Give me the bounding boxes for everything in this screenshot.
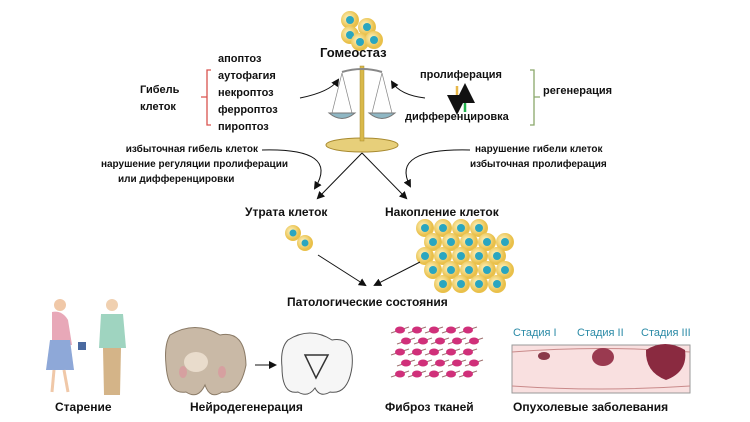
scales-icon — [325, 65, 399, 153]
cell-loss-cells — [285, 225, 313, 251]
fibroblast — [401, 359, 411, 367]
fibroblast — [418, 337, 428, 345]
fibroblast — [429, 370, 439, 378]
cell-death-title-2: клеток — [140, 101, 176, 113]
left-cause: избыточная гибель клеток — [125, 144, 258, 155]
cell-accumulation-label: Накопление клеток — [385, 205, 499, 219]
left-bracket — [201, 69, 211, 126]
regeneration-label: регенерация — [543, 85, 613, 97]
homeostasis-label: Гомеостаз — [320, 45, 387, 60]
fibroblast — [446, 348, 456, 356]
fibroblast — [395, 348, 405, 356]
fibroblast — [412, 348, 422, 356]
death-type: некроптоз — [218, 87, 274, 99]
fibroblast — [429, 348, 439, 356]
death-type: ферроптоз — [218, 104, 278, 116]
fibroblast — [446, 326, 456, 334]
stage-label: Стадия III — [641, 327, 691, 339]
cell-accumulation-cells — [416, 219, 514, 293]
death-type: пироптоз — [218, 121, 269, 133]
differentiation-label: дифференцировка — [405, 111, 509, 123]
fibroblast — [463, 348, 473, 356]
condition-tumors: Опухолевые заболевания — [513, 400, 669, 414]
fibroblast — [429, 326, 439, 334]
fibroblast — [412, 370, 422, 378]
fibroblast — [463, 370, 473, 378]
elderly-people-icon — [46, 299, 126, 395]
fibroblast — [452, 359, 462, 367]
fibroblast — [469, 359, 479, 367]
homeostasis-cells — [341, 11, 383, 51]
fibroblast — [395, 326, 405, 334]
stage-label: Стадия I — [513, 327, 557, 339]
colon-tumor-stages-icon — [511, 344, 691, 394]
healthy-brain-icon — [165, 327, 247, 396]
pathological-states-label: Патологические состояния — [287, 295, 448, 309]
fibroblast — [418, 359, 428, 367]
death-type: аутофагия — [218, 70, 276, 82]
left-cause: или дифференцировки — [118, 174, 235, 185]
tissue-fibrosis-icon — [390, 326, 484, 378]
proliferation-label: пролиферация — [420, 69, 502, 81]
degenerated-brain-icon — [281, 332, 353, 395]
right-cause: избыточная пролиферация — [470, 159, 607, 170]
left-cause: нарушение регуляции пролиферации — [100, 159, 288, 170]
right-cause: нарушение гибели клеток — [475, 144, 603, 155]
fibroblast — [452, 337, 462, 345]
fibroblast — [395, 370, 405, 378]
fibroblast — [469, 337, 479, 345]
fibroblast — [463, 326, 473, 334]
fibroblast — [435, 337, 445, 345]
stage-label: Стадия II — [577, 327, 624, 339]
fibroblast — [446, 370, 456, 378]
cell-loss-label: Утрата клеток — [245, 205, 328, 219]
death-type: апоптоз — [218, 53, 262, 65]
right-bracket — [530, 69, 540, 126]
fibroblast — [401, 337, 411, 345]
condition-neurodegeneration: Нейродегенерация — [190, 400, 303, 414]
fibroblast — [435, 359, 445, 367]
condition-aging: Старение — [55, 400, 112, 414]
condition-fibrosis: Фиброз тканей — [385, 400, 474, 414]
fibroblast — [412, 326, 422, 334]
cell-death-title-1: Гибель — [140, 84, 180, 96]
